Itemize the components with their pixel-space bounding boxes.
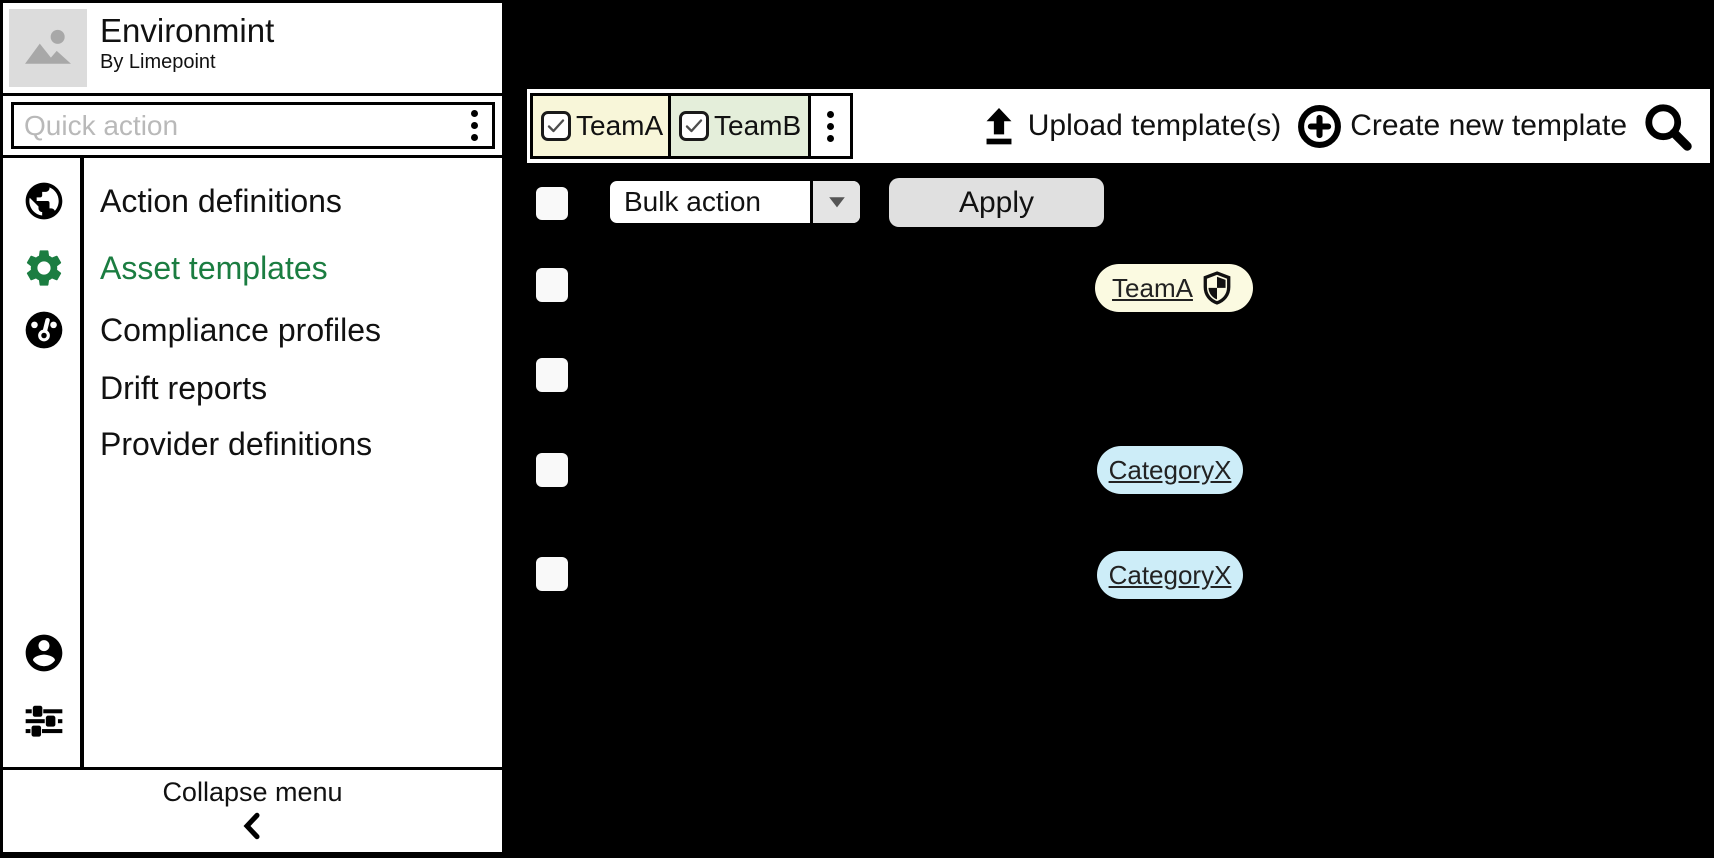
templates-toolbar: TeamA TeamB: [527, 89, 1710, 163]
sliders-icon[interactable]: [22, 699, 66, 743]
sidebar-body: Action definitions Asset templates Compl…: [3, 158, 502, 770]
sidebar-icon-rail: [3, 158, 84, 770]
tag-link[interactable]: TeamA: [1112, 272, 1193, 303]
create-new-template-button[interactable]: Create new template: [1296, 103, 1627, 150]
filter-segment-teamb[interactable]: TeamB: [668, 96, 808, 156]
sidebar: Environmint By Limepoint: [0, 0, 505, 855]
app-logo: [9, 9, 87, 87]
tag-pill-categoryx[interactable]: CategoryX: [1097, 446, 1243, 494]
shield-icon: [1198, 269, 1236, 307]
teamb-filter-label: TeamB: [714, 110, 802, 141]
plus-circle-icon: [1296, 103, 1343, 150]
sidebar-item-action-definitions[interactable]: Action definitions: [100, 183, 342, 219]
collapse-menu-label: Collapse menu: [162, 777, 343, 807]
row-checkbox[interactable]: [536, 453, 568, 487]
teama-filter-checkbox[interactable]: [541, 111, 571, 141]
app-subtitle: By Limepoint: [100, 51, 216, 73]
gear-icon[interactable]: [22, 246, 66, 290]
dropdown-arrow-icon[interactable]: [810, 181, 860, 223]
upload-icon: [977, 103, 1021, 149]
bulk-action-value: Bulk action: [624, 186, 761, 217]
sidebar-item-drift-reports[interactable]: Drift reports: [100, 370, 268, 406]
chevron-left-icon: [3, 810, 502, 842]
image-placeholder-icon: [19, 19, 77, 77]
apply-button[interactable]: Apply: [889, 178, 1104, 227]
sidebar-item-compliance-profiles[interactable]: Compliance profiles: [100, 312, 382, 348]
team-filter-group: TeamA TeamB: [530, 93, 853, 159]
select-all-checkbox[interactable]: [536, 187, 568, 220]
teamb-filter-checkbox[interactable]: [679, 111, 709, 141]
globe-icon[interactable]: [22, 179, 66, 223]
quick-action-section: [3, 96, 502, 158]
row-checkbox[interactable]: [536, 358, 568, 392]
kebab-menu-icon[interactable]: [465, 110, 492, 141]
tag-link[interactable]: CategoryX: [1108, 454, 1232, 485]
filter-kebab-icon[interactable]: [808, 96, 850, 156]
teama-filter-label: TeamA: [576, 110, 664, 141]
app-titles: Environmint By Limepoint: [100, 12, 274, 74]
sidebar-item-asset-templates[interactable]: Asset templates: [100, 250, 328, 286]
search-icon[interactable]: [1642, 101, 1693, 152]
check-icon: [544, 114, 568, 138]
create-new-template-label: Create new template: [1350, 109, 1627, 142]
account-icon[interactable]: [22, 631, 66, 675]
gauge-icon[interactable]: [22, 308, 66, 352]
row-checkbox[interactable]: [536, 557, 568, 591]
quick-action-input[interactable]: [14, 109, 465, 142]
filter-segment-teama[interactable]: TeamA: [533, 96, 668, 156]
bulk-action-select[interactable]: Bulk action: [607, 178, 863, 226]
tag-pill-teama[interactable]: TeamA: [1095, 264, 1253, 312]
collapse-menu-button[interactable]: Collapse menu: [3, 767, 502, 852]
quick-action-box: [11, 102, 495, 149]
sidebar-item-provider-definitions[interactable]: Provider definitions: [100, 426, 373, 462]
tag-pill-categoryx[interactable]: CategoryX: [1097, 551, 1243, 599]
tag-link[interactable]: CategoryX: [1108, 559, 1232, 590]
upload-templates-label: Upload template(s): [1027, 109, 1282, 142]
top-actions: Upload template(s) Create new template: [977, 101, 1693, 152]
upload-templates-button[interactable]: Upload template(s): [977, 103, 1281, 149]
main-content: TeamA TeamB: [527, 0, 1714, 858]
row-checkbox[interactable]: [536, 268, 568, 302]
check-icon: [682, 114, 706, 138]
sidebar-header: Environmint By Limepoint: [3, 3, 502, 96]
app-title: Environmint: [100, 12, 275, 49]
